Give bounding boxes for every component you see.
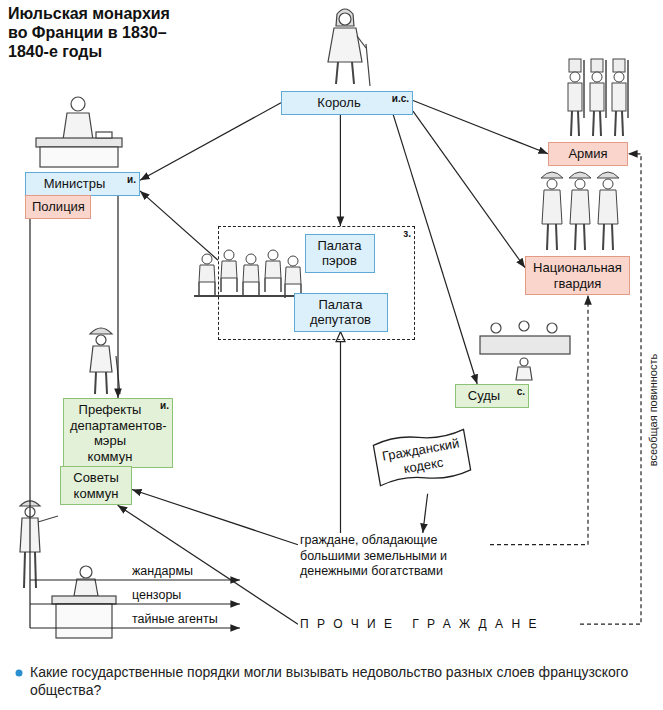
code-scroll: Гражданский кодекс (366, 421, 478, 493)
courts-box: Суды с. (455, 384, 529, 408)
bullet-dot (16, 670, 23, 677)
title: Июльская монархия во Франции в 1830–1840… (8, 4, 180, 62)
connector-arrow (132, 490, 298, 545)
node-label: Палата депутатов (301, 297, 381, 328)
army-box: Армия (548, 142, 628, 166)
connector-arrow (580, 154, 641, 624)
minister-figure (36, 97, 122, 167)
node-label: Национальная гвардия (532, 260, 623, 291)
connector-arrow (340, 115, 341, 226)
councils-box: Советы коммун (60, 466, 132, 505)
connector-arrow (393, 115, 477, 384)
node-label: Советы коммун (67, 470, 125, 501)
authority-mark: и.с. (392, 93, 409, 105)
node-label: граждане, обладающие большими земельными… (300, 533, 488, 580)
guard-figures (541, 172, 619, 250)
connector-arrow (140, 191, 218, 260)
assembly-figures (194, 250, 301, 298)
police-box: Полиция (25, 195, 91, 219)
node-label: Министры (32, 176, 117, 192)
authority-mark: с. (517, 386, 525, 398)
connector-arrow (340, 332, 341, 533)
authority-mark: и. (127, 174, 136, 186)
node-label: Префекты департаментов-мэры коммун (70, 402, 150, 464)
ministers-box: Министры и. (25, 172, 140, 196)
policeman-figure (20, 501, 58, 588)
arrow-label: цензоры (132, 588, 181, 603)
court-figures (480, 321, 570, 380)
authority-mark: з. (403, 228, 411, 240)
node-label: Суды (462, 388, 506, 404)
node-label: ПРОЧИЕ ГРАЖДАНЕ (300, 617, 578, 631)
citizens-text: ПРОЧИЕ ГРАЖДАНЕ (298, 616, 580, 632)
connector-arrow (117, 196, 118, 398)
police-branch-lines (30, 216, 240, 628)
arrow-label: тайные агенты (132, 612, 218, 627)
authority-mark: и. (160, 400, 169, 412)
king-box: Корольи.с. (281, 91, 413, 115)
army-figures (568, 59, 628, 136)
node-label: Король (288, 95, 390, 111)
connector-arrow (423, 494, 428, 533)
node-label: Армия (555, 146, 621, 162)
node-label: Полиция (32, 199, 84, 215)
chamber-box: Палата пэров (305, 234, 375, 273)
arrow-label: жандармы (132, 564, 193, 579)
connector-arrow (413, 100, 548, 153)
connector-arrow (140, 103, 281, 180)
chamber-box: Палата депутатов (294, 293, 388, 332)
prefect-figure (90, 328, 120, 394)
censor-figure (52, 566, 116, 638)
caption: Какие государственные порядки могли вызы… (30, 664, 655, 699)
connector-arrow (490, 295, 588, 545)
guard-box: Национальная гвардия (525, 256, 630, 295)
connector-arrow (413, 111, 525, 268)
prefects-box: Префекты департаментов-мэры коммун и. (63, 398, 173, 468)
king-figure (328, 9, 370, 86)
citizens-text: граждане, обладающие большими земельными… (298, 533, 490, 580)
edge-label: всеобщая повинность (646, 345, 660, 475)
node-label: Палата пэров (312, 238, 368, 269)
parliament-group: з. Палата пэровПалата депутатов (218, 226, 415, 340)
connector-arrow (118, 505, 298, 624)
